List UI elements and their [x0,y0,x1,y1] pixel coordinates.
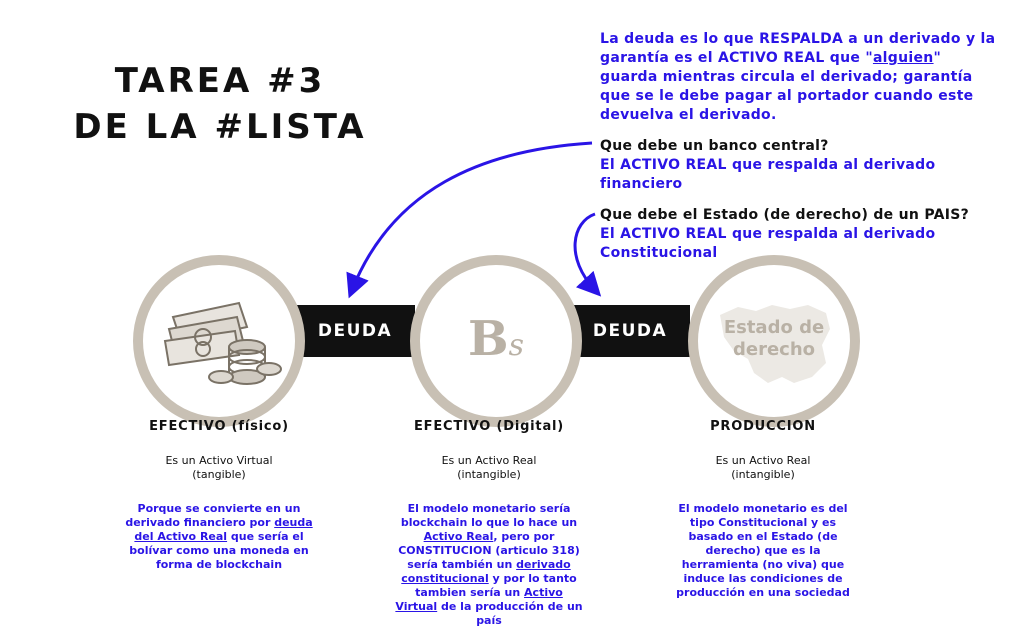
alguien-link[interactable]: alguien [872,50,934,66]
arrow-icon [346,141,593,299]
column-produccion: PRODUCCION Es un Activo Real (intangible… [668,420,858,600]
column-title: EFECTIVO (físico) [149,419,289,434]
answer-text: El ACTIVO REAL que respalda al derivado … [600,226,936,261]
title-line-2: DE LA #LISTA [73,107,367,147]
activo-virtual-link[interactable]: Activo Virtual [395,586,563,613]
column-description: El modelo monetario sería blockchain lo … [394,502,584,628]
deuda-label: DEUDA [592,321,668,341]
column-title: PRODUCCION [710,419,816,434]
estado-line-1: Estado de [723,317,825,338]
activo-real-link[interactable]: Activo Real [423,530,494,543]
column-efectivo-digital: EFECTIVO (Digital) Es un Activo Real (in… [394,420,584,628]
column-title: EFECTIVO (Digital) [413,419,565,434]
desc-part: Porque se convierte en un derivado finan… [125,502,301,529]
estado-line-2: derecho [732,339,816,360]
circle-efectivo-fisico [133,255,305,427]
column-subtitle: Es un Activo Real (intangible) [394,454,584,482]
derivado-constitucional-link[interactable]: derivado constitucional [401,558,571,585]
column-subtitle-line-2: (intangible) [457,468,521,481]
deuda-activo-real-link[interactable]: deuda del Activo Real [134,516,313,543]
column-subtitle: Es un Activo Real (intangible) [668,454,858,482]
question-estado: Que debe el Estado (de derecho) de un PA… [600,206,1000,263]
desc-part: El modelo monetario sería blockchain lo … [400,502,578,529]
top-note-part1: La deuda es lo que RESPALDA a un derivad… [600,31,996,66]
top-note-part2: " guarda mientras circula el derivado; g… [600,50,974,123]
desc-part: , pero por CONSTITUCION (articulo 318) s… [398,530,580,571]
bolivar-suffix: s [508,328,524,363]
title-line-1: TAREA #3 [114,61,326,101]
answer-text: El ACTIVO REAL que respalda al derivado … [600,157,936,192]
circle-produccion: Estado de derecho [688,255,860,427]
column-subtitle-line-1: Es un Activo Virtual [165,454,273,467]
column-subtitle-line-2: (tangible) [192,468,246,481]
question-text: Que debe un banco central? [600,138,829,154]
desc-part: y por lo tanto tambien sería un [415,572,577,599]
bolivar-letter: B [468,311,509,367]
desc-part: que sería el bolívar como una moneda en … [129,530,309,571]
column-description: Porque se convierte en un derivado finan… [124,502,314,572]
column-subtitle: Es un Activo Virtual (tangible) [124,454,314,482]
deuda-bar-2: DEUDA [570,305,690,357]
column-description: El modelo monetario es del tipo Constitu… [676,502,850,599]
question-banco-central: Que debe un banco central? El ACTIVO REA… [600,137,1000,194]
deuda-label: DEUDA [317,321,393,341]
top-note: La deuda es lo que RESPALDA a un derivad… [600,30,1000,125]
venezuela-map-icon [720,305,830,383]
column-subtitle-line-2: (intangible) [731,468,795,481]
estado-de-derecho-text: Estado de derecho [698,317,850,361]
page-title: TAREA #3 DE LA #LISTA [70,58,370,150]
desc-part: de la producción de un país [437,600,583,627]
money-stack-icon [163,301,282,385]
circle-efectivo-digital: Bs [410,255,582,427]
column-subtitle-line-1: Es un Activo Real [715,454,811,467]
arrow-icon [573,212,602,297]
deuda-bar-1: DEUDA [295,305,415,357]
bolivar-logo: Bs [420,311,572,367]
question-text: Que debe el Estado (de derecho) de un PA… [600,207,970,223]
column-efectivo-fisico: EFECTIVO (físico) Es un Activo Virtual (… [124,420,314,572]
column-subtitle-line-1: Es un Activo Real [441,454,537,467]
